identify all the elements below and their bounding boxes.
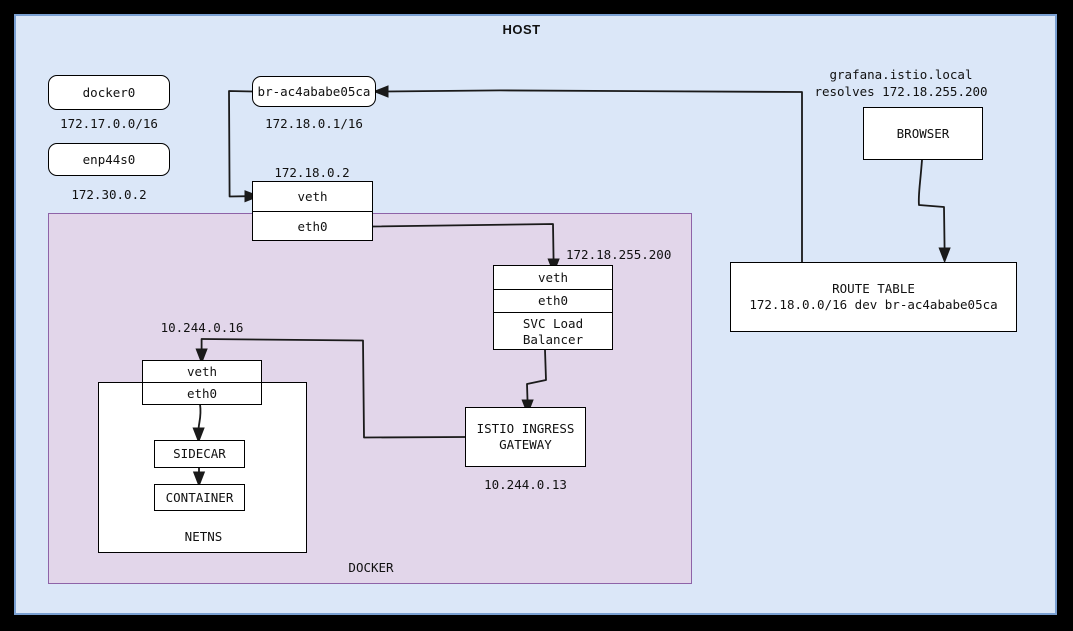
node-enp44s0-label: enp44s0 [82,151,136,167]
node-pod-veth-pair[interactable]: veth eth0 [142,360,262,405]
svclb-service-row: SVC Load Balancer [522,316,584,347]
node-svc-load-balancer[interactable]: veth eth0 SVC Load Balancer [493,265,613,350]
node-route-table[interactable]: ROUTE TABLE 172.18.0.0/16 dev br-ac4abab… [730,262,1017,332]
bridge-cidr: 172.18.0.1/16 [265,116,363,131]
node-bridge[interactable]: br-ac4ababe05ca [252,76,376,107]
host-eth0-row: eth0 [297,218,328,234]
pod-ip: 10.244.0.16 [160,320,244,335]
node-enp44s0[interactable]: enp44s0 [48,143,170,176]
node-bridge-label: br-ac4ababe05ca [257,83,371,99]
netns-label: NETNS [184,529,223,544]
ingress-pair-ip: 172.18.0.2 [274,165,350,180]
sidecar-label: SIDECAR [173,446,226,462]
browser-label: BROWSER [896,125,950,141]
node-browser[interactable]: BROWSER [863,107,983,160]
pod-veth-row: veth [143,361,261,383]
dns-resolution-note: grafana.istio.local resolves 172.18.255.… [814,67,988,99]
enp44s0-cidr: 172.30.0.2 [71,187,147,202]
svclb-eth0-row: eth0 [494,290,612,313]
route-table-title: ROUTE TABLE [832,281,915,297]
node-docker0-label: docker0 [82,84,136,100]
gateway-ip: 10.244.0.13 [484,477,567,492]
docker0-cidr: 172.17.0.0/16 [60,116,158,131]
gateway-label: ISTIO INGRESS GATEWAY [476,421,575,452]
docker-label: DOCKER [348,560,394,575]
route-table-entry: 172.18.0.0/16 dev br-ac4ababe05ca [749,297,998,312]
host-veth-row: veth [253,182,372,212]
container-label: CONTAINER [165,489,234,505]
node-host-veth-pair[interactable]: veth eth0 [252,181,373,241]
node-docker0[interactable]: docker0 [48,75,170,110]
node-container[interactable]: CONTAINER [154,484,245,511]
node-istio-ingress-gateway[interactable]: ISTIO INGRESS GATEWAY [465,407,586,467]
svclb-veth-row: veth [494,266,612,290]
pod-eth0-row: eth0 [186,385,218,401]
node-sidecar[interactable]: SIDECAR [154,440,245,468]
svclb-ip: 172.18.255.200 [566,247,672,262]
host-label: HOST [502,22,541,37]
